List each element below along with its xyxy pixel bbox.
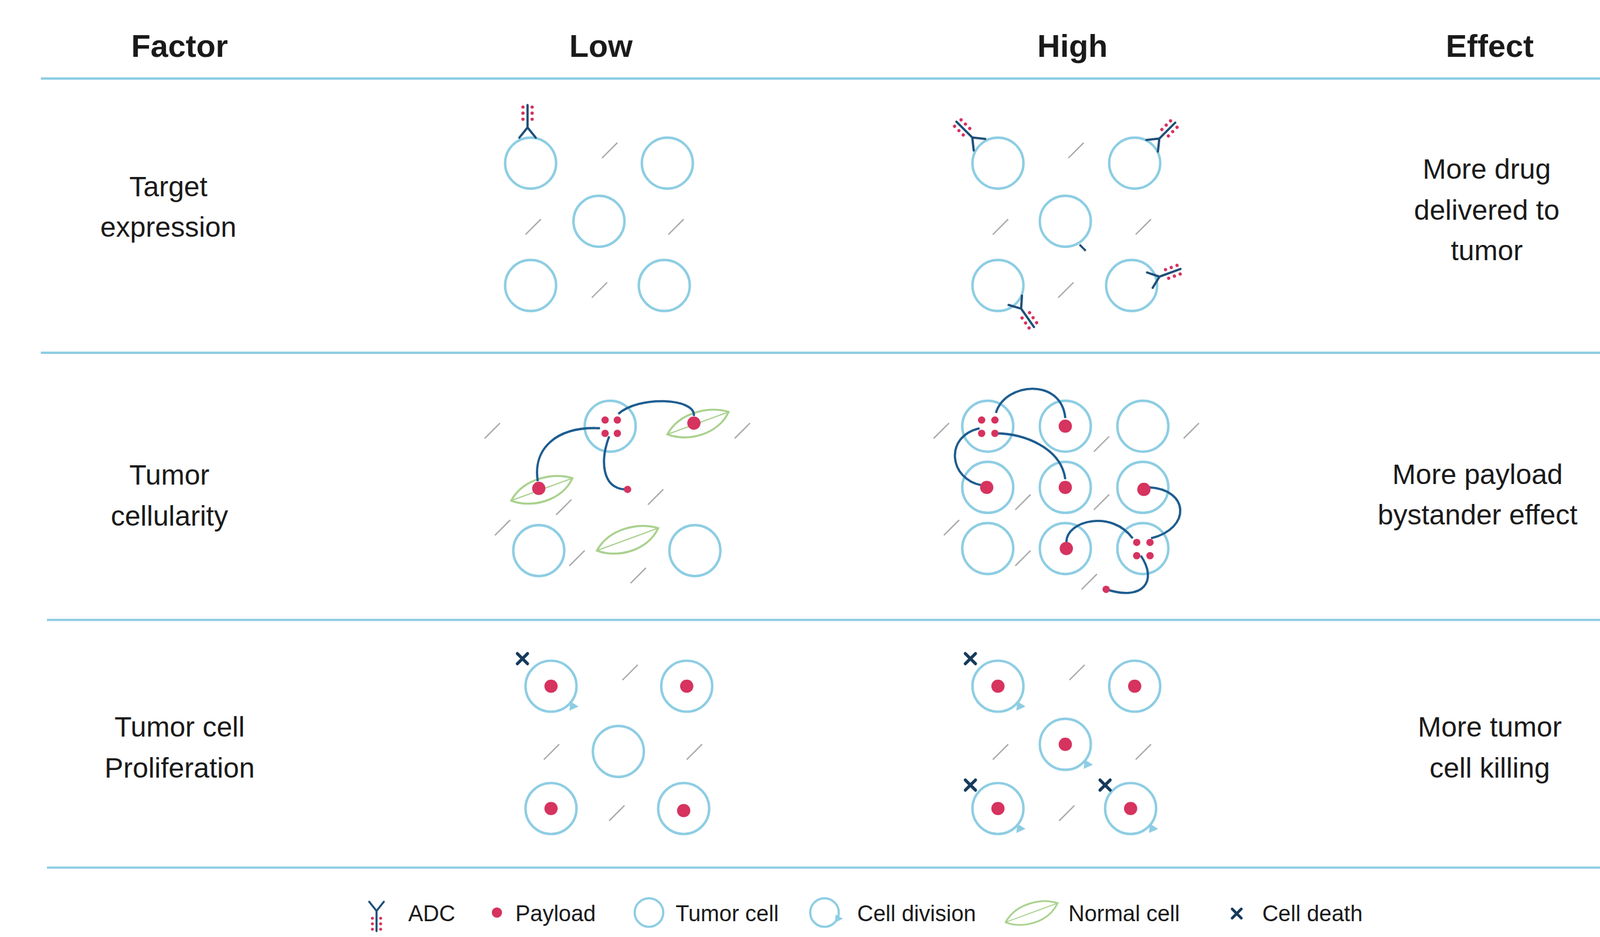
row-label: Tumor cell Proliferation (79, 707, 280, 789)
table-rules (41, 78, 1600, 869)
legend-text: Normal cell (1068, 898, 1180, 931)
legend-text: Tumor cell (675, 898, 779, 931)
effect-text: More payload bystander effect (1360, 454, 1595, 536)
legend-text: Cell division (857, 898, 977, 931)
adc-stub (1079, 245, 1086, 251)
cellularity-high (955, 388, 1181, 594)
tumor-cells (505, 137, 1161, 312)
legend-text: Payload (515, 898, 596, 931)
column-header: High (1037, 22, 1108, 69)
stroma-marks (484, 143, 1199, 822)
proliferation (517, 653, 1160, 835)
row-label: Tumor cellularity (69, 454, 270, 537)
legend-text: ADC (408, 898, 455, 931)
effect-text: More tumor cell killing (1401, 707, 1578, 789)
column-header: Effect (1445, 22, 1534, 69)
column-header: Factor (131, 22, 229, 69)
column-header: Low (569, 22, 633, 69)
row-label: Target expression (68, 166, 268, 249)
adc-symbols (519, 104, 1184, 332)
effect-text: More drug delivered to tumor (1398, 148, 1575, 272)
legend-text: Cell death (1262, 898, 1363, 931)
cellularity-low (511, 401, 729, 577)
